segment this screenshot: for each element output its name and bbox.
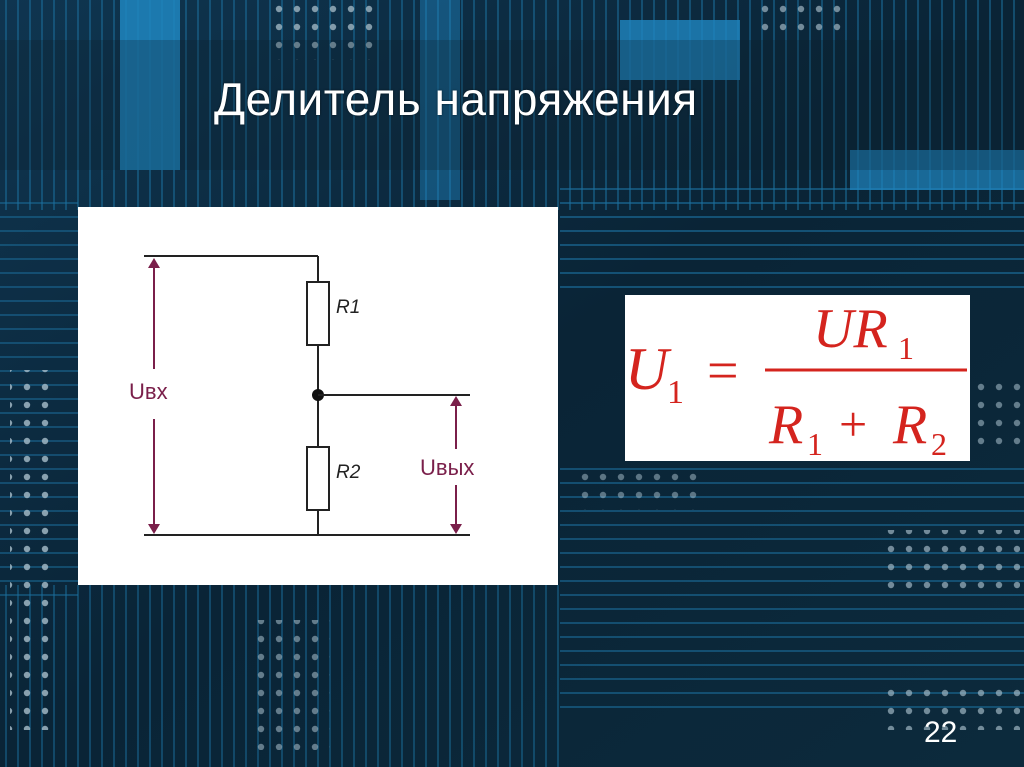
formula-denom-b: R [892, 394, 927, 456]
voltage-divider-formula: U 1 = UR 1 R 1 + R 2 [625, 298, 967, 462]
formula-denom-a-sub: 1 [807, 426, 823, 461]
voltage-divider-schematic: R1 R2 Uвх Uвых [129, 255, 474, 536]
formula-equals: = [707, 340, 739, 402]
formula-denom-b-sub: 2 [931, 426, 947, 461]
formula-lhs: U [625, 336, 672, 402]
r2-label: R2 [336, 462, 361, 483]
resistor-r1 [306, 281, 330, 346]
r1-label: R1 [336, 297, 360, 318]
resistor-r2 [306, 446, 330, 511]
input-voltage-label: Uвх [129, 379, 168, 404]
formula-numerator: UR [813, 298, 888, 360]
formula-card: U 1 = UR 1 R 1 + R 2 [625, 295, 970, 462]
page-number: 22 [924, 716, 958, 749]
formula-denom-a: R [768, 394, 803, 456]
circuit-diagram-card: R1 R2 Uвх Uвых [78, 207, 558, 585]
slide-title: Делитель напряжения [214, 73, 698, 125]
output-voltage-label: Uвых [420, 455, 474, 480]
formula-plus: + [839, 396, 867, 452]
formula-lhs-sub: 1 [667, 374, 684, 411]
formula-numerator-sub: 1 [898, 330, 914, 366]
